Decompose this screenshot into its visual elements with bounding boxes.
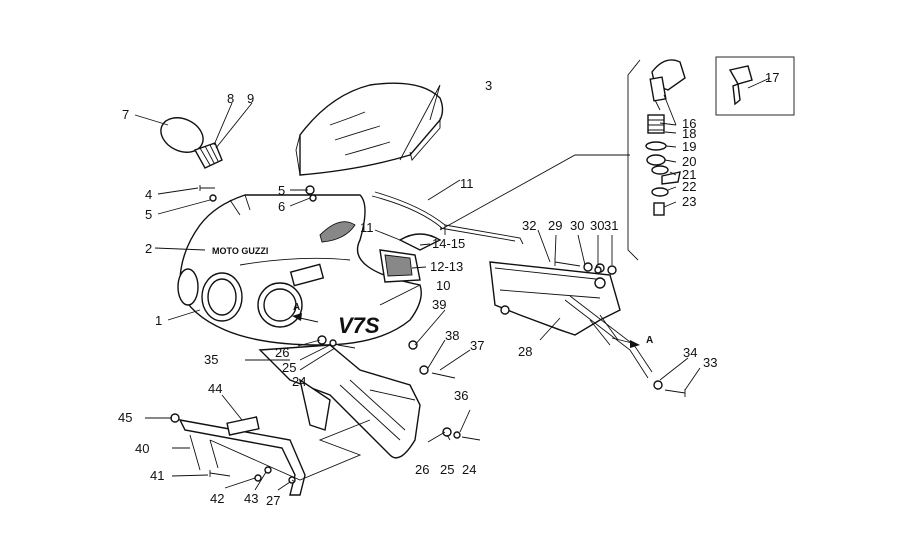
label-23: 23 bbox=[682, 194, 696, 209]
label-30b: 30 bbox=[590, 218, 604, 233]
label-30a: 30 bbox=[570, 218, 584, 233]
label-35: 35 bbox=[204, 352, 218, 367]
label-6: 6 bbox=[278, 199, 285, 214]
inner-side-panel bbox=[379, 233, 442, 283]
label-26b: 26 bbox=[415, 462, 429, 477]
label-25a: 25 bbox=[282, 360, 296, 375]
arrow-label-a2: A bbox=[646, 335, 653, 346]
label-11b: 11 bbox=[360, 220, 374, 235]
label-7: 7 bbox=[122, 107, 129, 122]
label-27: 27 bbox=[266, 493, 280, 508]
label-8: 8 bbox=[227, 91, 234, 106]
label-41: 41 bbox=[150, 468, 164, 483]
label-37: 37 bbox=[470, 338, 484, 353]
label-36: 36 bbox=[454, 388, 468, 403]
label-43: 43 bbox=[244, 491, 258, 506]
reference-arrows bbox=[292, 313, 640, 348]
label-11a: 11 bbox=[460, 176, 474, 191]
label-17: 17 bbox=[765, 70, 779, 85]
lower-fairing-panel bbox=[258, 344, 421, 459]
label-24b: 24 bbox=[462, 462, 476, 477]
label-29: 29 bbox=[548, 218, 562, 233]
label-28: 28 bbox=[518, 344, 532, 359]
label-22: 22 bbox=[682, 179, 696, 194]
assembly-outline bbox=[209, 419, 371, 481]
label-19: 19 bbox=[682, 139, 696, 154]
label-45: 45 bbox=[118, 410, 132, 425]
fasteners bbox=[170, 185, 686, 484]
label-1: 1 bbox=[155, 313, 162, 328]
label-24a: 24 bbox=[292, 374, 306, 389]
key-box bbox=[715, 56, 795, 116]
label-12-13: 12-13 bbox=[430, 259, 463, 274]
brand-logo-text: MOTO GUZZI bbox=[212, 246, 268, 256]
label-44: 44 bbox=[208, 381, 222, 396]
label-20: 20 bbox=[682, 154, 696, 169]
label-31: 31 bbox=[604, 218, 618, 233]
label-5b: 5 bbox=[278, 183, 285, 198]
label-5a: 5 bbox=[145, 207, 152, 222]
label-42: 42 bbox=[210, 491, 224, 506]
label-21: 21 bbox=[682, 167, 696, 182]
label-14-15: 14-15 bbox=[432, 236, 465, 251]
label-10: 10 bbox=[436, 278, 450, 293]
label-26a: 26 bbox=[275, 345, 289, 360]
windscreen bbox=[295, 82, 444, 176]
label-33: 33 bbox=[703, 355, 717, 370]
fairing-support-frame bbox=[489, 261, 653, 379]
arrow-label-a1: A bbox=[293, 302, 300, 313]
label-34: 34 bbox=[683, 345, 697, 360]
label-18: 18 bbox=[682, 126, 696, 141]
model-logo-text: V7S bbox=[338, 313, 380, 338]
label-3: 3 bbox=[485, 78, 492, 93]
leader-lines bbox=[134, 77, 771, 491]
label-9: 9 bbox=[247, 91, 254, 106]
label-25b: 25 bbox=[440, 462, 454, 477]
front-fairing: MOTO GUZZI V7S bbox=[177, 194, 422, 346]
label-32: 32 bbox=[522, 218, 536, 233]
label-40: 40 bbox=[135, 441, 149, 456]
leader-to-frame bbox=[439, 154, 630, 231]
label-4: 4 bbox=[145, 187, 152, 202]
part-number-labels: 1 2 3 4 5 5 6 7 8 9 10 11 11 12-13 14-15… bbox=[118, 70, 779, 508]
label-38: 38 bbox=[445, 328, 459, 343]
support-rod bbox=[371, 191, 524, 245]
ignition-switch-assembly bbox=[627, 59, 686, 261]
label-16: 16 bbox=[682, 116, 696, 131]
label-39: 39 bbox=[432, 297, 446, 312]
mirror bbox=[160, 117, 223, 169]
label-2: 2 bbox=[145, 241, 152, 256]
lower-bracket bbox=[178, 416, 306, 496]
